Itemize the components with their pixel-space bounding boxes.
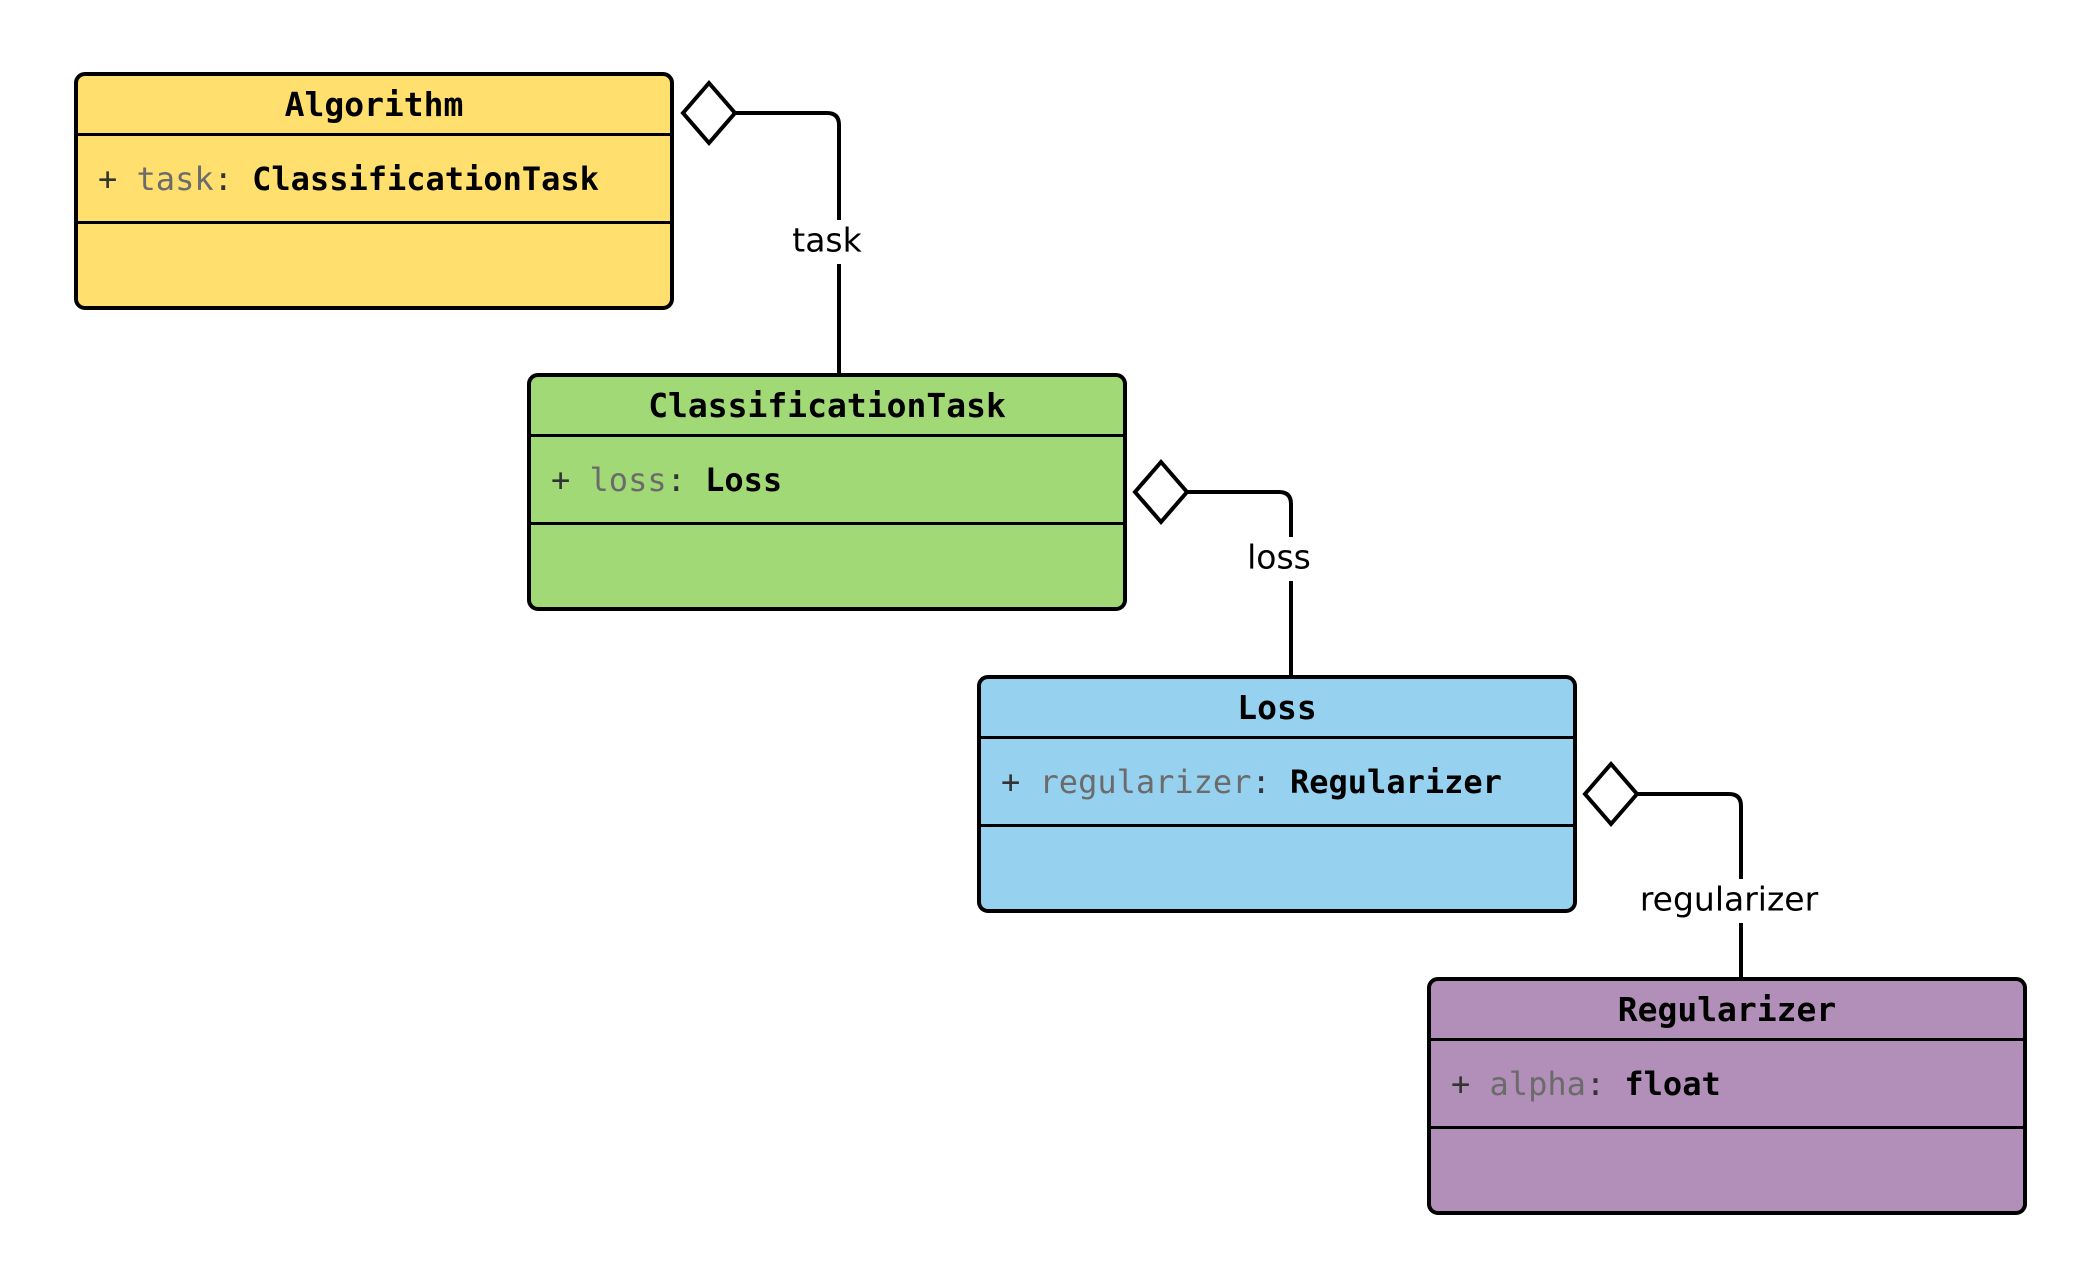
attribute-visibility: + xyxy=(98,159,118,198)
class-attributes-classificationtask: + loss: Loss xyxy=(531,437,1123,525)
attribute-type: ClassificationTask xyxy=(252,159,599,198)
attribute-visibility: + xyxy=(1001,762,1021,801)
connector-line xyxy=(1637,792,1743,977)
class-methods-regularizer xyxy=(1431,1129,2023,1211)
class-header-regularizer: Regularizer xyxy=(1431,981,2023,1041)
attribute-separator: : xyxy=(1585,1064,1606,1103)
attribute-row: + task: ClassificationTask xyxy=(98,163,599,195)
class-box-algorithm[interactable]: Algorithm + task: ClassificationTask xyxy=(74,72,674,310)
relationship-edge-regularizer[interactable]: regularizer xyxy=(1582,760,1824,977)
class-title: Regularizer xyxy=(1617,990,1837,1029)
attribute-separator: : xyxy=(213,159,233,198)
class-attributes-loss: + regularizer: Regularizer xyxy=(981,739,1573,827)
class-header-algorithm: Algorithm xyxy=(78,76,670,136)
attribute-type: Loss xyxy=(705,460,783,499)
aggregation-diamond-icon xyxy=(1132,458,1190,526)
class-attributes-regularizer: + alpha: float xyxy=(1431,1041,2023,1129)
edge-label-backdrop xyxy=(1634,879,1824,923)
relationship-edge-loss[interactable]: loss xyxy=(1132,458,1315,675)
class-title: ClassificationTask xyxy=(648,386,1006,425)
attribute-type: Regularizer xyxy=(1289,762,1502,801)
class-header-classificationtask: ClassificationTask xyxy=(531,377,1123,437)
attribute-name: task xyxy=(136,159,214,198)
class-methods-classificationtask xyxy=(531,525,1123,607)
connector-line xyxy=(735,111,841,373)
class-attributes-algorithm: + task: ClassificationTask xyxy=(78,136,670,224)
attribute-name: alpha xyxy=(1489,1064,1586,1103)
attribute-name: regularizer xyxy=(1039,762,1252,801)
relationship-edge-task[interactable]: task xyxy=(680,79,868,373)
attribute-separator: : xyxy=(1251,762,1271,801)
attribute-row: + loss: Loss xyxy=(551,464,782,496)
attribute-row: + regularizer: Regularizer xyxy=(1001,766,1502,798)
attribute-separator: : xyxy=(666,460,686,499)
edge-label-backdrop xyxy=(786,220,868,264)
edge-label: regularizer xyxy=(1640,880,1819,919)
class-box-regularizer[interactable]: Regularizer + alpha: float xyxy=(1427,977,2027,1215)
class-title: Algorithm xyxy=(284,85,464,124)
edge-label: task xyxy=(792,221,862,260)
class-title: Loss xyxy=(1237,688,1317,727)
class-box-loss[interactable]: Loss + regularizer: Regularizer xyxy=(977,675,1577,913)
class-box-classificationtask[interactable]: ClassificationTask + loss: Loss xyxy=(527,373,1127,611)
class-methods-algorithm xyxy=(78,224,670,306)
aggregation-diamond-icon xyxy=(680,79,738,147)
aggregation-diamond-icon xyxy=(1582,760,1640,828)
attribute-type: float xyxy=(1624,1064,1721,1103)
attribute-visibility: + xyxy=(551,460,571,499)
connector-line xyxy=(1187,490,1293,675)
attribute-name: loss xyxy=(589,460,667,499)
edge-label: loss xyxy=(1247,538,1311,577)
class-methods-loss xyxy=(981,827,1573,909)
attribute-row: + alpha: float xyxy=(1451,1068,1721,1100)
attribute-visibility: + xyxy=(1451,1064,1471,1103)
class-header-loss: Loss xyxy=(981,679,1573,739)
edge-label-backdrop xyxy=(1243,537,1315,581)
